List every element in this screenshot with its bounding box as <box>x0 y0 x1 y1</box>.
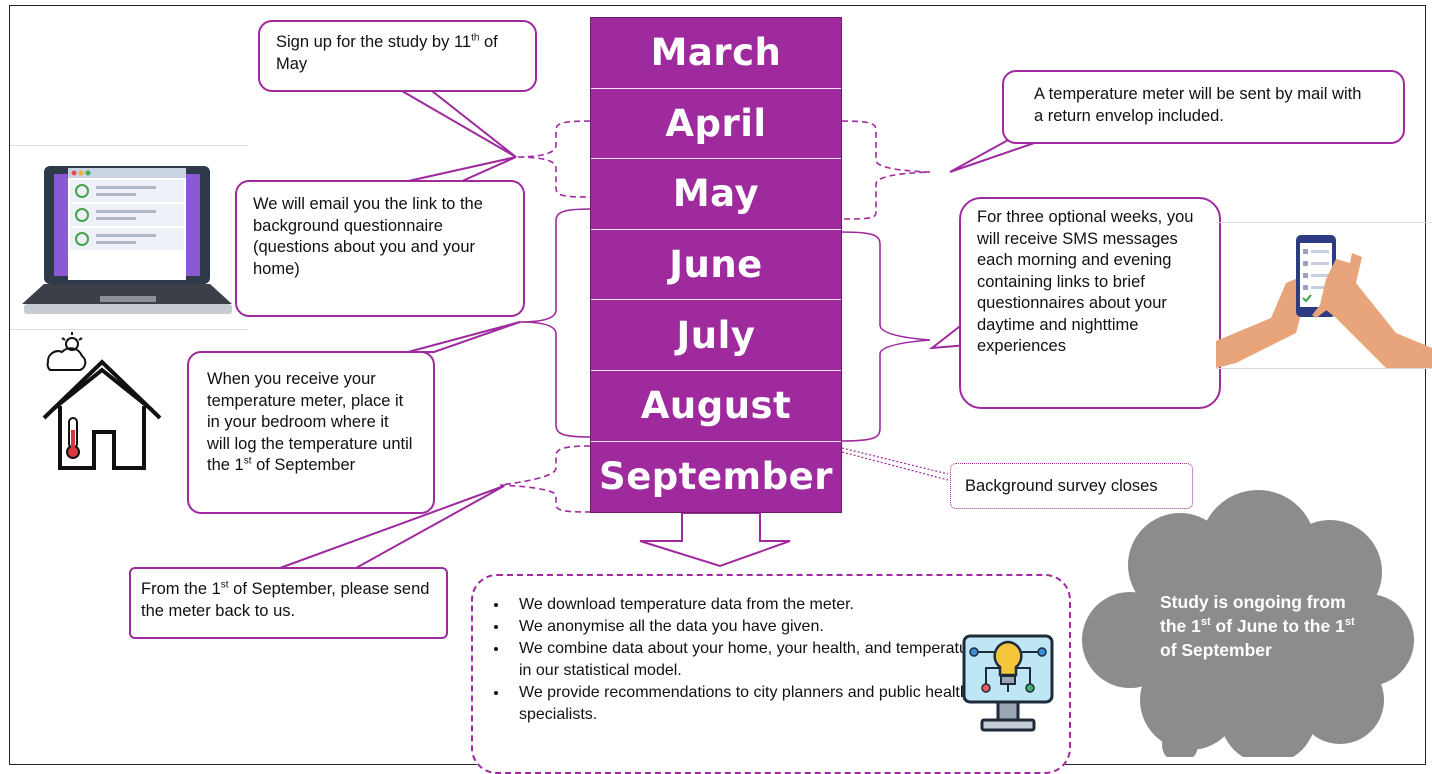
cloud-text-c: of September <box>1160 640 1272 660</box>
place-meter-sup: st <box>243 455 252 467</box>
month-april: April <box>591 89 841 160</box>
send-back-pre: From the 1 <box>141 580 221 598</box>
month-september: September <box>599 455 833 499</box>
step-item: We provide recommendations to city plann… <box>509 682 984 726</box>
month-august: August <box>591 371 841 442</box>
send-back-post: of September, please send the meter back… <box>141 580 430 620</box>
month-may: May <box>591 159 841 230</box>
step-item: We combine data about your home, your he… <box>509 638 984 682</box>
monitor-lightbulb-icon <box>960 632 1056 738</box>
callout-email-link: We will email you the link to the backgr… <box>235 180 525 317</box>
month-july: July <box>591 300 841 371</box>
send-back-sup: st <box>220 579 229 591</box>
phone-hands-icon <box>1216 222 1432 369</box>
cloud-sup1: st <box>1200 616 1211 629</box>
survey-closes-text: Background survey closes <box>965 477 1158 495</box>
cloud-sup2: st <box>1344 616 1355 629</box>
callout-sms: For three optional weeks, you will recei… <box>959 197 1221 409</box>
step-item: We anonymise all the data you have given… <box>509 616 984 638</box>
signup-text-pre: Sign up for the study by 11 <box>276 33 472 51</box>
callout-survey-closes: Background survey closes <box>950 463 1193 509</box>
place-meter-post: of September <box>251 456 356 474</box>
callout-place-meter: When you receive your temperature meter,… <box>187 351 435 514</box>
month-june: June <box>591 230 841 301</box>
callout-temp-meter-sent: A temperature meter will be sent by mail… <box>1002 70 1405 144</box>
cloud-text-a: Study is ongoing from the 1 <box>1160 592 1346 636</box>
month-march: March <box>591 18 841 89</box>
month-timeline: March April May June July August Septemb… <box>590 17 842 513</box>
callout-send-back: From the 1st of September, please send t… <box>129 567 448 639</box>
signup-text-post: of May <box>276 33 498 73</box>
step-item: We download temperature data from the me… <box>509 594 984 616</box>
cloud-text-b: of June to the 1 <box>1210 616 1345 636</box>
temp-meter-sent-text: A temperature meter will be sent by mail… <box>1034 85 1362 125</box>
signup-sup: th <box>471 32 480 44</box>
email-link-text: We will email you the link to the backgr… <box>253 195 483 278</box>
laptop-checklist-icon <box>10 145 247 330</box>
house-thermometer-icon <box>36 322 166 472</box>
sms-text: For three optional weeks, you will recei… <box>977 208 1194 355</box>
callout-signup: Sign up for the study by 11th of May <box>258 20 537 92</box>
next-steps-list: We download temperature data from the me… <box>491 594 984 726</box>
cloud-text: Study is ongoing from the 1st of June to… <box>1160 590 1360 662</box>
place-meter-pre: When you receive your temperature meter,… <box>207 370 413 474</box>
